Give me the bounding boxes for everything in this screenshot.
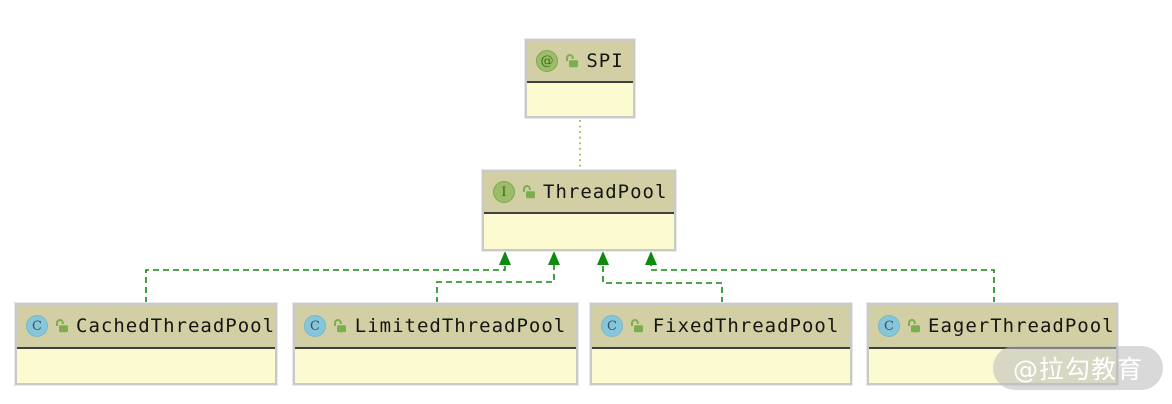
unlocked-icon <box>56 319 68 333</box>
node-fixedthreadpool[interactable]: C FixedThreadPool <box>590 303 852 385</box>
arrowhead-icon <box>499 251 511 265</box>
node-spi-body <box>527 83 633 116</box>
unlocked-icon <box>566 54 578 68</box>
node-threadpool-body <box>484 214 674 249</box>
node-fixedthreadpool-header: C FixedThreadPool <box>592 305 850 349</box>
class-icon: C <box>304 315 326 337</box>
node-cachedthreadpool-body <box>17 349 275 383</box>
node-cachedthreadpool[interactable]: C CachedThreadPool <box>15 303 277 385</box>
arrowhead-icon <box>597 251 609 265</box>
node-limitedthreadpool[interactable]: C LimitedThreadPool <box>293 303 578 385</box>
node-eagerthreadpool-label: EagerThreadPool <box>928 315 1115 337</box>
node-threadpool-header: I ThreadPool <box>484 172 674 214</box>
node-spi-label: SPI <box>586 50 624 72</box>
node-threadpool[interactable]: I ThreadPool <box>482 170 676 251</box>
unlocked-icon <box>523 185 535 199</box>
node-threadpool-label: ThreadPool <box>543 181 668 203</box>
class-icon: C <box>878 315 900 337</box>
node-cachedthreadpool-label: CachedThreadPool <box>76 315 276 337</box>
class-icon: C <box>601 315 623 337</box>
node-cachedthreadpool-header: C CachedThreadPool <box>17 305 275 349</box>
unlocked-icon <box>908 319 920 333</box>
watermark-badge: @拉勾教育 <box>993 346 1163 390</box>
node-limitedthreadpool-body <box>295 349 576 383</box>
arrowhead-icon <box>645 251 657 265</box>
node-spi[interactable]: @ SPI <box>525 39 635 118</box>
edge-limited-implements-threadpool <box>436 253 555 303</box>
node-eagerthreadpool-header: C EagerThreadPool <box>869 305 1116 349</box>
interface-icon: I <box>493 181 515 203</box>
class-icon: C <box>26 315 48 337</box>
node-limitedthreadpool-label: LimitedThreadPool <box>354 315 567 337</box>
edge-fixed-implements-threadpool <box>602 253 723 303</box>
node-fixedthreadpool-label: FixedThreadPool <box>652 315 840 337</box>
unlocked-icon <box>631 319 643 333</box>
node-fixedthreadpool-body <box>592 349 850 383</box>
edge-eager-implements-threadpool <box>650 253 995 303</box>
annotation-icon: @ <box>536 50 558 72</box>
node-spi-header: @ SPI <box>527 41 633 83</box>
arrowhead-icon <box>548 251 560 265</box>
edge-cached-implements-threadpool <box>145 253 506 303</box>
unlocked-icon <box>334 319 346 333</box>
node-limitedthreadpool-header: C LimitedThreadPool <box>295 305 576 349</box>
